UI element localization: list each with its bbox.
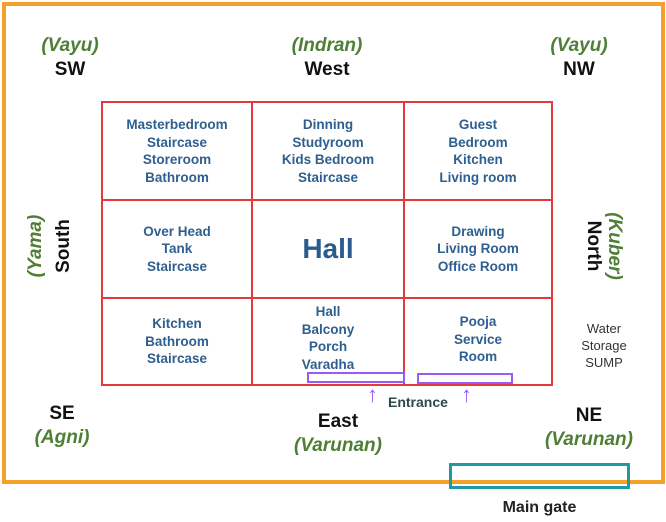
arrow-up-icon: ↑ bbox=[367, 382, 378, 407]
room-label: Drawing bbox=[451, 223, 505, 239]
room-grid: Masterbedroom Staircase Storeroom Bathro… bbox=[101, 101, 553, 386]
cell-south: Over Head Tank Staircase bbox=[103, 201, 253, 299]
direction-se: SE bbox=[49, 403, 75, 424]
deity-se: (Agni) bbox=[34, 427, 90, 448]
room-label: Porch bbox=[308, 339, 348, 354]
cell-ne: Pooja Service Room bbox=[405, 299, 551, 384]
room-label: Kitchen bbox=[152, 316, 202, 332]
deity-nw: (Vayu) bbox=[550, 35, 608, 56]
entrance-marker-1 bbox=[307, 372, 405, 383]
cell-se: Kitchen Bathroom Staircase bbox=[103, 299, 253, 384]
room-label: Dinning bbox=[302, 117, 354, 132]
arrow-up-icon: ↑ bbox=[461, 382, 472, 407]
cell-east: Hall Balcony Porch Varadha bbox=[253, 299, 405, 384]
side-east: East (Varunan) bbox=[278, 410, 398, 458]
plot-boundary bbox=[2, 2, 665, 484]
deity-north: (Kuber) bbox=[604, 212, 625, 280]
water-line: SUMP bbox=[585, 355, 623, 370]
room-label: Staircase bbox=[146, 258, 208, 274]
room-label: Pooja bbox=[459, 314, 497, 329]
corner-se: SE (Agni) bbox=[2, 402, 122, 450]
south-label-wrap: South bbox=[53, 186, 77, 306]
cell-center: Hall bbox=[253, 201, 405, 299]
water-line: Water bbox=[586, 321, 622, 336]
direction-south: South bbox=[53, 219, 74, 273]
room-label: Staircase bbox=[146, 351, 208, 367]
room-label: Kitchen bbox=[453, 152, 503, 167]
room-label: Bathroom bbox=[145, 169, 209, 185]
side-west: (Indran) West bbox=[267, 34, 387, 82]
room-label: Hall bbox=[315, 304, 341, 319]
deity-sw: (Vayu) bbox=[41, 35, 99, 56]
room-label-hall: Hall bbox=[302, 233, 354, 264]
room-label: Guest bbox=[458, 117, 498, 132]
corner-ne: NE (Varunan) bbox=[529, 404, 649, 452]
deity-ne: (Varunan) bbox=[545, 429, 633, 450]
cell-west: Dinning Studyroom Kids Bedroom Staircase bbox=[253, 103, 405, 201]
room-label: Living Room bbox=[437, 241, 519, 257]
cell-sw: Masterbedroom Staircase Storeroom Bathro… bbox=[103, 103, 253, 201]
room-label: Tank bbox=[161, 241, 193, 257]
cell-north: Drawing Living Room Office Room bbox=[405, 201, 551, 299]
north-deity-wrap: (Kuber) bbox=[601, 186, 625, 306]
room-label: Living room bbox=[439, 169, 517, 185]
corner-nw: (Vayu) NW bbox=[519, 34, 639, 82]
deity-south: (Yama) bbox=[25, 214, 46, 278]
room-label: Bathroom bbox=[145, 333, 209, 349]
main-gate-marker bbox=[449, 463, 630, 489]
room-label: Kids Bedroom bbox=[281, 152, 375, 167]
room-label: Staircase bbox=[297, 169, 359, 185]
deity-west: (Indran) bbox=[291, 35, 363, 56]
direction-east: East bbox=[317, 411, 359, 432]
room-label: Service bbox=[453, 331, 503, 347]
entrance-marker-2 bbox=[417, 373, 513, 384]
room-label: Storeroom bbox=[142, 152, 212, 167]
water-storage-sump: Water Storage SUMP bbox=[566, 320, 642, 371]
room-label: Varadha bbox=[301, 356, 355, 372]
room-label: Balcony bbox=[301, 321, 355, 337]
main-gate-label: Main gate bbox=[502, 499, 577, 516]
direction-ne: NE bbox=[575, 405, 603, 426]
direction-sw: SW bbox=[54, 59, 86, 80]
water-line: Storage bbox=[581, 338, 627, 353]
corner-sw: (Vayu) SW bbox=[10, 34, 130, 82]
room-label: Over Head bbox=[143, 223, 211, 239]
room-label: Room bbox=[458, 349, 498, 364]
room-label: Bedroom bbox=[448, 134, 508, 150]
entrance-label: Entrance bbox=[388, 394, 448, 410]
room-label: Studyroom bbox=[292, 134, 364, 150]
room-label: Staircase bbox=[146, 134, 208, 150]
direction-nw: NW bbox=[563, 59, 595, 80]
deity-east: (Varunan) bbox=[294, 435, 382, 456]
room-label: Masterbedroom bbox=[126, 117, 228, 132]
direction-west: West bbox=[304, 59, 350, 80]
cell-nw: Guest Bedroom Kitchen Living room bbox=[405, 103, 551, 201]
room-label: Office Room bbox=[437, 258, 519, 274]
